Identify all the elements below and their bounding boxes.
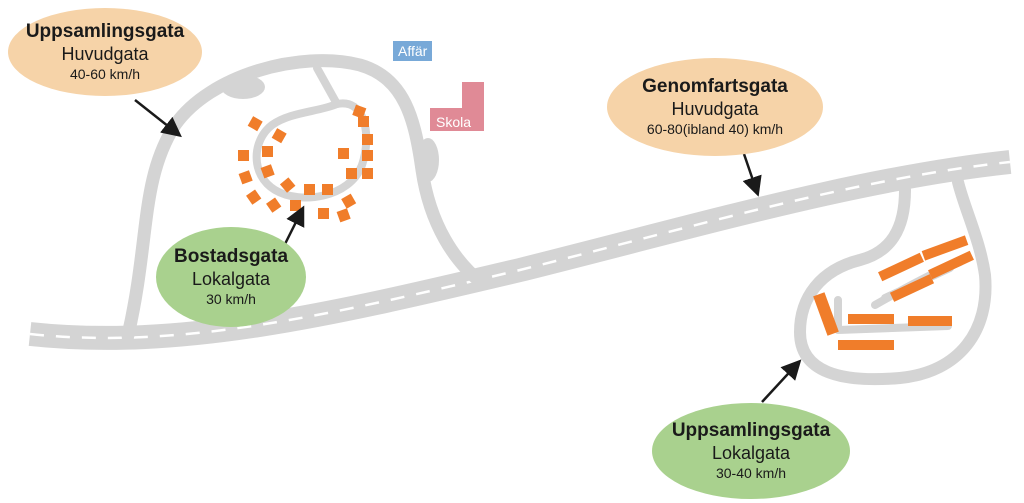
callout-speed: 30-40 km/h	[715, 465, 787, 481]
callout-street-type: Huvudgata	[61, 44, 149, 64]
callout-street-type: Huvudgata	[671, 99, 759, 119]
callout-title: Uppsamlingsgata	[25, 21, 185, 42]
school-label: Skola	[436, 114, 472, 130]
callout-street-type: Lokalgata	[711, 443, 791, 463]
through-road-lane-marking	[29, 160, 1011, 340]
callout-title: Uppsamlingsgata	[671, 420, 831, 441]
collector-loop-right	[793, 176, 992, 386]
houses-left	[238, 104, 373, 223]
callout-through-road: Genomfartsgata Huvudgata 60-80(ibland 40…	[607, 58, 823, 156]
callout-speed: 40-60 km/h	[69, 66, 141, 82]
cul-de-sac-road	[834, 258, 964, 334]
junction-bulge	[417, 138, 439, 182]
callout-title: Bostadsgata	[173, 246, 289, 267]
school-building	[430, 82, 484, 131]
arrow-top-right	[742, 153, 762, 197]
callout-speed: 60-80(ibland 40) km/h	[646, 121, 784, 137]
residential-connector	[313, 64, 341, 108]
callout-title: Genomfartsgata	[642, 76, 788, 97]
arrow-middle	[282, 205, 305, 247]
callout-speed: 30 km/h	[206, 291, 256, 307]
callout-street-type: Lokalgata	[191, 269, 271, 289]
junction-bulge	[221, 75, 265, 99]
arrow-top-left	[134, 99, 182, 138]
callout-collector-main: Uppsamlingsgata Huvudgata 40-60 km/h	[8, 8, 202, 96]
residential-loop	[252, 99, 371, 202]
houses-right	[813, 235, 974, 350]
callout-collector-local: Uppsamlingsgata Lokalgata 30-40 km/h	[652, 403, 850, 499]
callout-residential-street: Bostadsgata Lokalgata 30 km/h	[156, 227, 306, 327]
arrow-bottom-right	[761, 359, 802, 403]
shop-label: Affär	[393, 41, 433, 61]
collector-loop-left	[121, 54, 489, 342]
